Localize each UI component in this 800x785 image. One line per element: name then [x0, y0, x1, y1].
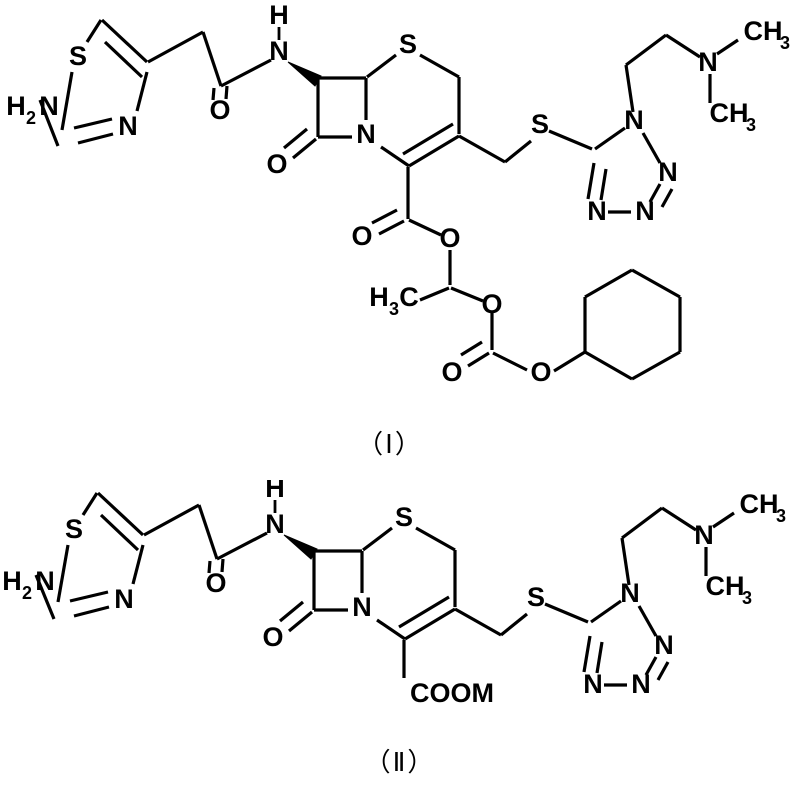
label-s-thioether-1: S: [531, 109, 549, 139]
label-h-amide-2: H: [265, 480, 285, 503]
svg-text:2: 2: [26, 108, 36, 128]
label-o-ester-double-1: O: [351, 221, 372, 251]
label-n4-tetrazole-1: N: [587, 196, 607, 226]
label-n-amide-1: N: [269, 36, 289, 66]
label-o-amide-2: O: [205, 568, 226, 598]
svg-text:CH: CH: [706, 571, 745, 601]
label-s-thiazole-1: S: [69, 41, 87, 71]
label-h2n-1: H 2 N: [6, 91, 59, 128]
label-n2-tetrazole-2: N: [654, 630, 674, 660]
label-n4-tetrazole-2: N: [583, 669, 603, 699]
label-n1-tetrazole-2: N: [620, 578, 640, 608]
structure-2-drawing: S N H 2 N O N H O N S COOM S N N N N N C…: [2, 480, 787, 777]
label-n-dimethylamino-2: N: [694, 520, 714, 550]
label-n-amide-2: N: [265, 509, 285, 539]
label-o-carbonate-double-1: O: [441, 357, 462, 387]
svg-text:H: H: [2, 566, 22, 596]
label-n-dimethylamino-1: N: [698, 47, 718, 77]
label-coom-2: COOM: [410, 678, 494, 708]
structure-1-drawing: S N H 2 N O N H O N S O O H 3 C O O O S …: [6, 0, 791, 459]
label-o-lactam-1: O: [266, 149, 287, 179]
svg-text:3: 3: [776, 506, 786, 526]
label-ch3-top-1: CH 3: [744, 16, 791, 53]
label-h2n-2: H 2 N: [2, 566, 55, 603]
svg-text:CH: CH: [740, 489, 779, 519]
label-s-thiazole-2: S: [65, 514, 83, 544]
label-ch3-bottom-2: CH 3: [706, 571, 753, 608]
label-n-lactam-1: N: [356, 119, 376, 149]
svg-text:3: 3: [780, 33, 790, 53]
svg-text:C: C: [399, 282, 419, 312]
label-n1-tetrazole-1: N: [624, 105, 644, 135]
label-n-lactam-2: N: [352, 592, 372, 622]
label-n3-tetrazole-1: N: [635, 196, 655, 226]
label-ch3-bottom-1: CH 3: [710, 98, 757, 135]
label-n2-tetrazole-1: N: [658, 157, 678, 187]
svg-text:2: 2: [22, 583, 32, 603]
label-ch3-top-2: CH 3: [740, 489, 787, 526]
svg-text:N: N: [35, 566, 55, 596]
label-o-ester-single-1: O: [439, 223, 460, 253]
label-h-amide-1: H: [269, 0, 289, 30]
label-s-cephem-1: S: [399, 29, 417, 59]
label-s-cephem-2: S: [395, 502, 413, 532]
label-n3-tetrazole-2: N: [631, 669, 651, 699]
svg-text:N: N: [39, 91, 59, 121]
svg-text:CH: CH: [710, 98, 749, 128]
svg-text:3: 3: [389, 299, 399, 319]
structure-1-caption: （Ⅰ）: [357, 430, 423, 459]
svg-text:3: 3: [746, 115, 756, 135]
label-n-thiazole-1: N: [118, 111, 138, 141]
svg-text:CH: CH: [744, 16, 783, 46]
label-o-carbonate-cyclohexyl-1: O: [530, 357, 551, 387]
label-s-thioether-2: S: [527, 582, 545, 612]
label-o-carbonate-link-1: O: [481, 289, 502, 319]
structure-2-caption: （Ⅱ）: [365, 748, 436, 777]
label-n-thiazole-2: N: [114, 584, 134, 614]
svg-text:3: 3: [742, 588, 752, 608]
label-h3c-1: H 3 C: [369, 282, 419, 319]
label-o-amide-1: O: [209, 95, 230, 125]
label-o-lactam-2: O: [262, 622, 283, 652]
svg-text:H: H: [6, 91, 26, 121]
svg-text:H: H: [369, 282, 389, 312]
